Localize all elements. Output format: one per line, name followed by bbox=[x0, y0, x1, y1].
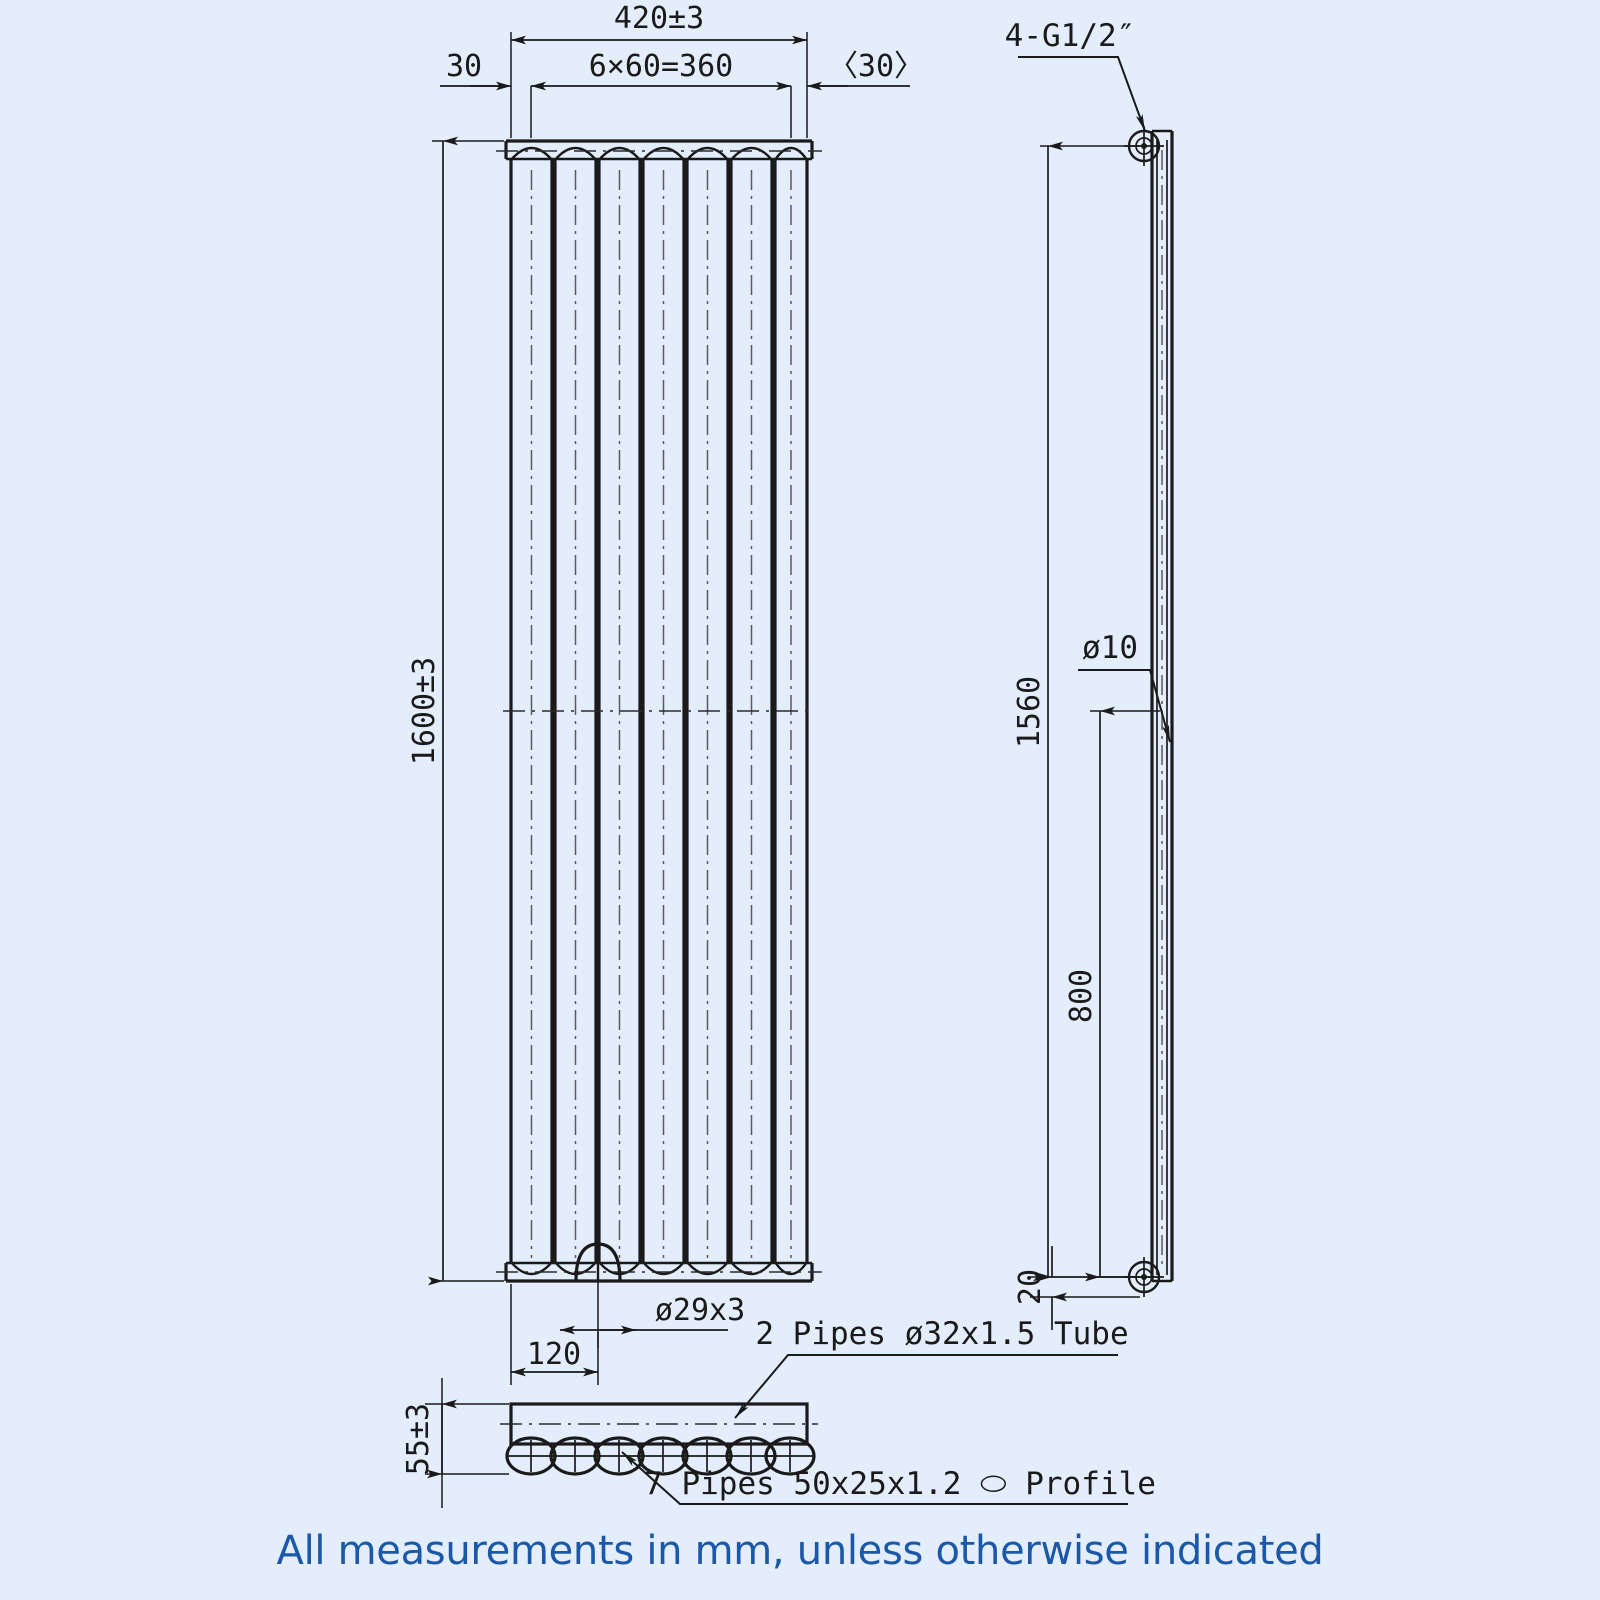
note-thread-connection: 4-G1/2″ bbox=[1005, 18, 1146, 132]
dim-overall-width: 420±3 bbox=[510, 1, 808, 138]
dim-section-depth: 55±3 bbox=[401, 1378, 509, 1508]
section-tube-profiles bbox=[505, 1436, 816, 1476]
dim-label-port-diameter: ø29x3 bbox=[655, 1293, 745, 1328]
bottom-header-bar bbox=[496, 1261, 822, 1283]
note-label-header-tube: 2 Pipes ø32x1.5 Tube bbox=[755, 1316, 1128, 1352]
dim-label-overall-width: 420±3 bbox=[614, 1, 704, 36]
dim-left-margin: 30 bbox=[440, 49, 511, 91]
side-view-body bbox=[1150, 129, 1174, 1283]
note-header-tube: 2 Pipes ø32x1.5 Tube bbox=[734, 1316, 1129, 1419]
section-header-box bbox=[500, 1402, 818, 1446]
units-caption: All measurements in mm, unless otherwise… bbox=[276, 1528, 1324, 1574]
note-label-thread: 4-G1/2″ bbox=[1005, 18, 1136, 54]
note-label-bracket-hole: ø10 bbox=[1082, 630, 1138, 666]
section-tube-2 bbox=[549, 1436, 601, 1476]
dim-tube-pitch: 6×60=360 bbox=[530, 49, 792, 138]
dim-label-left-margin: 30 bbox=[446, 49, 482, 84]
dim-label-overall-height: 1600±3 bbox=[407, 657, 442, 765]
section-tube-7 bbox=[764, 1436, 816, 1476]
section-tube-3 bbox=[593, 1436, 645, 1476]
side-view: 4-G1/2″ ø10 1560 800 bbox=[1005, 18, 1174, 1330]
bottom-connection-port bbox=[574, 1242, 622, 1282]
note-label-profile-tube: 7 Pipes 50x25x1.2 ⬭ Profile bbox=[644, 1466, 1156, 1502]
dim-label-port-centres: 1560 bbox=[1012, 676, 1047, 748]
tube-6 bbox=[729, 146, 774, 1276]
section-tube-1 bbox=[505, 1436, 557, 1476]
dim-right-margin: 〈30〉 bbox=[807, 49, 924, 91]
dim-bracket-height: 800 bbox=[1064, 706, 1160, 1282]
top-header-bar bbox=[496, 139, 822, 161]
dim-overall-height: 1600±3 bbox=[407, 136, 504, 1286]
tube-4 bbox=[641, 146, 686, 1276]
note-profile-tube: 7 Pipes 50x25x1.2 ⬭ Profile bbox=[621, 1451, 1156, 1505]
dim-label-port-offset: 120 bbox=[527, 1337, 581, 1372]
dim-port-offset: 120 bbox=[510, 1284, 599, 1385]
dim-label-tube-pitch: 6×60=360 bbox=[589, 49, 734, 84]
dim-bottom-offset: 20 bbox=[1013, 1246, 1140, 1330]
note-bracket-hole: ø10 bbox=[1078, 630, 1171, 743]
dim-label-section-depth: 55±3 bbox=[401, 1403, 436, 1475]
front-view: 420±3 6×60=360 30 〈30〉 bbox=[407, 1, 924, 1385]
dim-label-bracket-height: 800 bbox=[1064, 969, 1099, 1023]
dim-label-right-margin: 〈30〉 bbox=[828, 49, 924, 84]
dim-port-diameter: ø29x3 bbox=[560, 1282, 745, 1348]
section-view: 55±3 2 Pipes ø32x1.5 Tube 7 Pipes 50x25x… bbox=[401, 1316, 1156, 1508]
dim-label-bottom-offset: 20 bbox=[1013, 1269, 1048, 1305]
